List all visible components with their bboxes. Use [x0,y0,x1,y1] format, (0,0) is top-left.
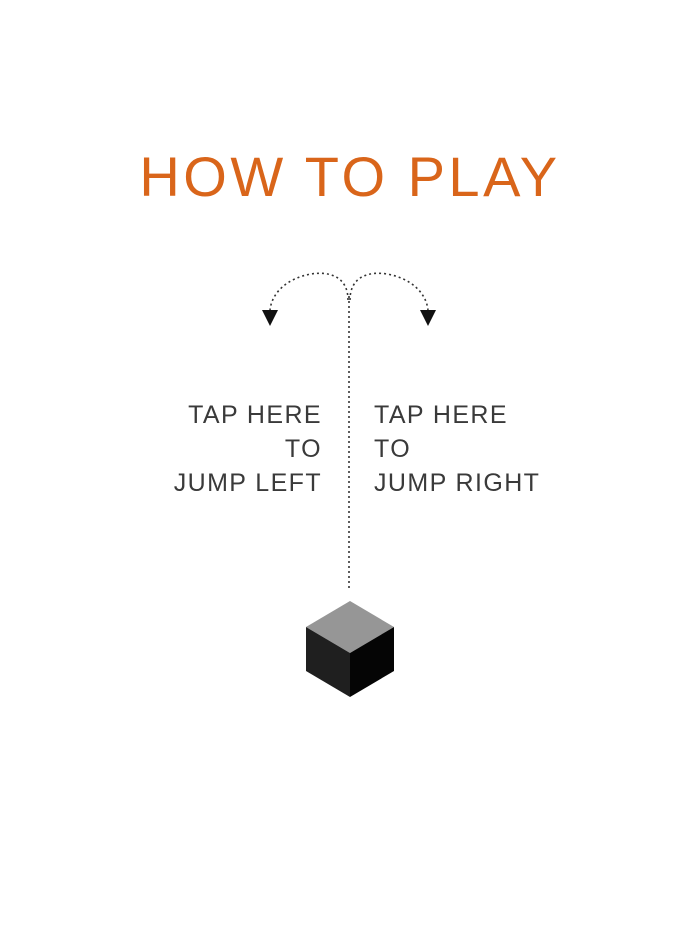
instruction-left: TAP HERE TO JUMP LEFT [40,398,322,500]
instruction-right-line-1: TAP HERE [374,401,508,429]
cube-left-face [306,627,350,697]
jump-right-arc-arrow [349,272,436,326]
page-title: HOW TO PLAY [139,145,561,208]
jump-left-arc-arrow [262,272,349,326]
instruction-left-line-2: TO [284,435,322,463]
instruction-right-line-2: TO [374,435,412,463]
jump-left-arrowhead-icon [262,310,278,326]
jump-left-arc-path [269,272,349,311]
jump-right-arrowhead-icon [420,310,436,326]
instruction-right-line-3: JUMP RIGHT [374,469,541,497]
cube-right-face [350,627,394,697]
jump-right-arc-path [349,272,429,311]
instruction-left-line-3: JUMP LEFT [173,469,322,497]
player-cube [306,601,394,697]
instruction-left-line-1: TAP HERE [188,401,322,429]
instruction-right: TAP HERE TO JUMP RIGHT [374,398,660,500]
